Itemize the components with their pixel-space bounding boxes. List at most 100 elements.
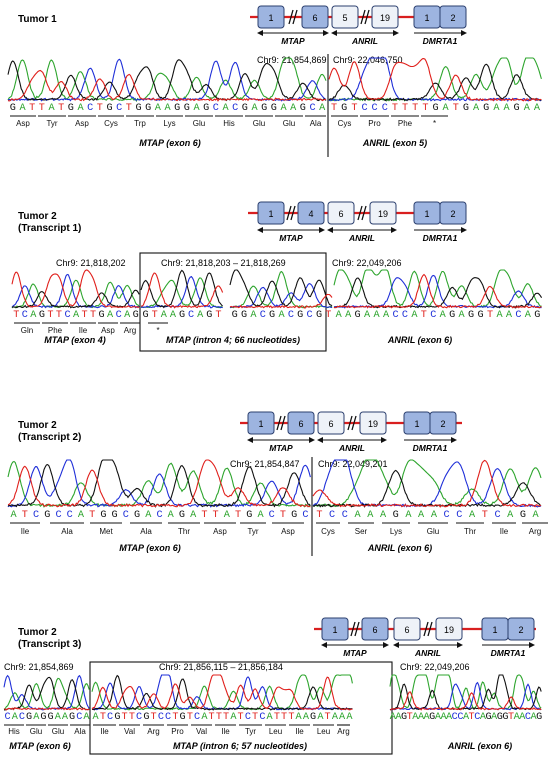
- genomic-coordinate: Chr9: 22,046,750: [333, 55, 403, 65]
- base-letter: A: [346, 712, 353, 723]
- base-letter: A: [395, 712, 402, 723]
- base-letter: A: [168, 510, 175, 521]
- break-mark-icon: [350, 621, 360, 637]
- base-letter: G: [449, 310, 455, 321]
- base-letter: C: [474, 712, 480, 723]
- exon-number: 19: [380, 13, 390, 23]
- base-letter: T: [201, 510, 207, 521]
- base-letter: C: [76, 712, 82, 723]
- amino-acid: Val: [196, 727, 207, 736]
- exon-number: 1: [424, 209, 429, 219]
- trace-g: [328, 63, 542, 102]
- panel-tumor-1: Tumor 1 1 6 5 19 1 2 MTAP ANRIL DMRTA1 C…: [7, 5, 542, 157]
- trace-c: [328, 57, 542, 103]
- trace-a: [7, 57, 327, 103]
- base-letter: A: [514, 712, 521, 723]
- trace-t: [328, 58, 542, 102]
- base-letter: T: [482, 510, 488, 521]
- base-letter: G: [536, 712, 542, 723]
- exon-number: 6: [328, 419, 333, 429]
- genomic-coordinate: Chr9: 21,856,115 – 21,856,184: [159, 662, 283, 672]
- amino-acid: Cys: [104, 119, 118, 128]
- base-letter: C: [87, 103, 93, 114]
- amino-acid: Ile: [21, 527, 30, 536]
- base-letter: T: [215, 310, 221, 321]
- base-letter: A: [345, 310, 352, 321]
- base-letter: A: [435, 712, 442, 723]
- base-letter: A: [533, 510, 540, 521]
- amino-acid: Glu: [193, 119, 205, 128]
- base-letter: T: [209, 712, 215, 723]
- base-letter: T: [97, 103, 103, 114]
- base-letter: T: [281, 712, 287, 723]
- base-letter: G: [180, 712, 186, 723]
- trace-a: [7, 460, 311, 508]
- exon-box: [369, 201, 397, 225]
- base-letter: A: [30, 310, 37, 321]
- base-letter: A: [411, 310, 418, 321]
- base-letter: C: [269, 510, 275, 521]
- genomic-coordinate: Chr9: 21,818,202: [56, 258, 126, 268]
- base-letter: G: [514, 103, 520, 114]
- region-label: ANRIL (exon 5): [362, 138, 427, 148]
- base-letter: A: [170, 310, 177, 321]
- base-letter: A: [197, 310, 204, 321]
- base-letter: A: [418, 712, 425, 723]
- base-letter: T: [392, 103, 398, 114]
- base-letter: A: [469, 510, 476, 521]
- panel-title: Tumor 2: [18, 627, 57, 638]
- base-letter: T: [58, 103, 64, 114]
- trace-g: [389, 674, 542, 711]
- base-letter: C: [22, 310, 28, 321]
- gene-label: MTAP: [281, 36, 305, 46]
- exon-box: [439, 201, 467, 225]
- gene-label: ANRIL: [348, 233, 375, 243]
- base-letter: A: [491, 712, 498, 723]
- amino-acid: Cys: [338, 119, 352, 128]
- amino-acid: Ile: [100, 727, 109, 736]
- region-label: MTAP (exon 4): [44, 335, 106, 345]
- base-letter: A: [364, 310, 371, 321]
- base-letter: G: [477, 310, 483, 321]
- amino-acid: Glu: [427, 527, 439, 536]
- base-letter: A: [431, 510, 438, 521]
- base-letter: T: [129, 712, 135, 723]
- trace-a: [229, 270, 333, 309]
- base-letter: A: [507, 510, 514, 521]
- amino-acid: Ile: [221, 727, 230, 736]
- base-letter: G: [184, 103, 190, 114]
- base-letter: A: [440, 310, 447, 321]
- base-letter: A: [534, 103, 541, 114]
- base-letter: T: [216, 712, 222, 723]
- exon-box: [439, 5, 467, 29]
- base-letter: C: [156, 510, 162, 521]
- chromatogram-trace: [3, 674, 542, 711]
- base-letter: G: [48, 712, 54, 723]
- gene-label: MTAP: [343, 648, 367, 658]
- base-letter: C: [452, 712, 458, 723]
- base-letter: G: [485, 712, 491, 723]
- base-letter: C: [213, 103, 219, 114]
- base-letter: T: [122, 712, 128, 723]
- amino-acid: Asp: [75, 119, 89, 128]
- base-letter: T: [223, 712, 229, 723]
- trace-t: [333, 273, 542, 309]
- amino-acid: Arg: [337, 727, 349, 736]
- base-letter: A: [190, 510, 197, 521]
- base-letter: G: [393, 510, 399, 521]
- base-letter: C: [307, 310, 313, 321]
- intron-highlight-box: [139, 252, 327, 352]
- base-letter: T: [238, 712, 244, 723]
- trace-t: [389, 691, 542, 711]
- base-letter: C: [494, 510, 500, 521]
- trace-c: [7, 459, 311, 508]
- base-letter: A: [493, 103, 500, 114]
- gene-label: MTAP: [269, 443, 293, 453]
- trace-g: [7, 59, 327, 102]
- exon-box: [301, 5, 329, 29]
- base-letter: T: [453, 103, 459, 114]
- intron-highlight-box: [89, 661, 393, 755]
- base-letter: A: [224, 510, 231, 521]
- amino-acid: Val: [124, 727, 135, 736]
